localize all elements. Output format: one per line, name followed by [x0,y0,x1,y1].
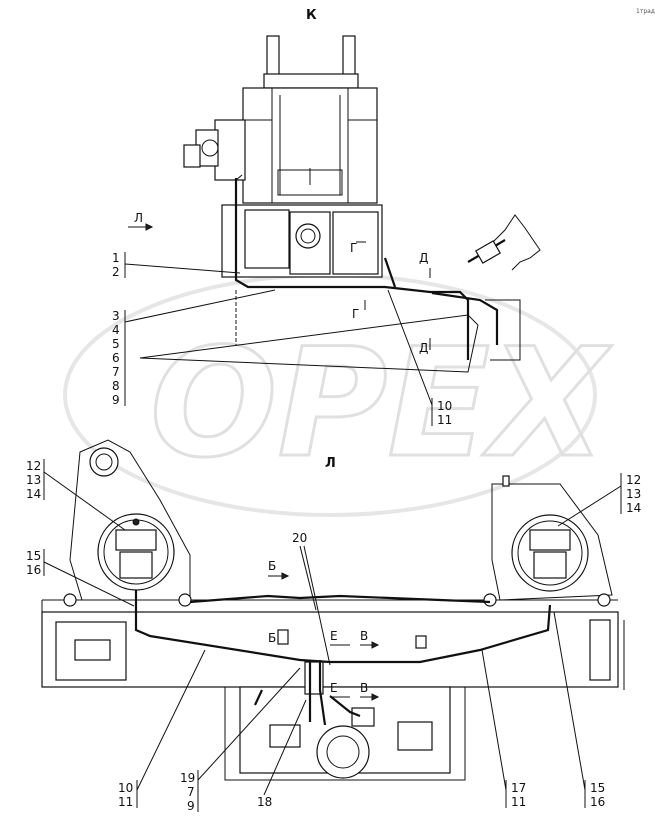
handle-bar [263,73,359,89]
bracket-top-right [489,214,541,271]
callout-12-right: 12 [626,473,641,487]
watermark: OPEX [63,273,613,517]
callout-17: 17 [511,781,526,795]
beam-bolts [63,593,611,607]
callout-10-bottom: 10 [118,781,133,795]
callout-3: 3 [112,309,120,323]
watermark-text: OPEX [150,317,612,491]
gauge [295,223,321,249]
valve-block-right [397,721,433,751]
corner-code: 1трад [636,8,655,15]
callout-20: 20 [292,531,307,545]
stud-right [502,475,510,487]
callout-14-left: 14 [26,487,41,501]
section-e-bottom: Е [330,681,338,695]
arm-plate-left [69,439,191,601]
hose-bottom-to-valve [329,695,361,718]
section-b-bottom: Б [268,631,276,645]
callout-12-left: 12 [26,459,41,473]
beam-block-2 [415,635,427,649]
callout-7-bottom: 7 [187,785,195,799]
motor-right-block [529,529,571,551]
section-g-top: Г [350,241,357,255]
bottom-view: Л [26,439,641,813]
beam-window-left [74,639,111,661]
callout-15-left: 15 [26,549,41,563]
hose-top-branch [383,257,397,288]
callout-5: 5 [112,337,120,351]
winch-body [242,87,378,204]
top-view: К [112,8,541,427]
callout-13-left: 13 [26,473,41,487]
section-d-top: Д [419,251,428,265]
section-v-bottom: В [360,681,368,695]
callout-18: 18 [257,795,272,809]
callout-11-bottom: 11 [118,795,133,809]
arm-plate-right [491,483,613,601]
gearbox-left [214,119,246,181]
section-e-top: Е [330,629,338,643]
callout-4: 4 [112,323,120,337]
section-v-top: В [360,629,368,643]
callout-15-bottom: 15 [590,781,605,795]
pivot-hole-left [89,447,119,477]
section-b-top: Б [268,559,276,573]
fitting-top-right [475,240,501,264]
callout-14-right: 14 [626,501,641,515]
arrow-l-label: Л [134,211,143,225]
section-d-bottom: Д [419,341,428,355]
motor-right-lower [533,551,567,579]
callout-6: 6 [112,351,120,365]
beam-block-1 [277,629,289,645]
base-box-left [244,209,290,269]
callout-7: 7 [112,365,120,379]
hose-bottom-main [134,590,552,664]
hose-bottom-upper [189,594,491,604]
motor-left-block [115,529,157,551]
handle-left [266,35,280,79]
valve-small [351,707,375,727]
motor-left-lower [119,551,153,579]
callout-10-top: 10 [437,399,452,413]
hose-top-right [431,291,499,345]
main-beam [41,611,619,688]
boom-wedge [139,314,479,373]
lower-hub [316,725,370,779]
view-label-l: Л [325,456,336,471]
callout-11-bottom-right: 11 [511,795,526,809]
callout-8: 8 [112,379,120,393]
handle-right [342,35,356,79]
callout-13-right: 13 [626,487,641,501]
hose-bottom-stub [254,689,263,706]
view-label-k: К [306,8,317,23]
callout-2: 2 [112,265,120,279]
base-box-right [332,211,379,275]
callout-16-bottom: 16 [590,795,605,809]
callout-19-bottom: 19 [180,771,195,785]
beam-end-right [589,619,611,681]
callout-1: 1 [112,251,120,265]
section-g-bottom: Г [352,307,359,321]
callout-9-bottom: 9 [187,799,195,813]
hose-bottom-drop-2 [318,660,327,726]
lower-frame [224,687,466,781]
callout-9: 9 [112,393,120,407]
callout-11-top: 11 [437,413,452,427]
callout-16-left: 16 [26,563,41,577]
motor-cap [183,144,201,168]
valve-block-left [269,724,301,748]
